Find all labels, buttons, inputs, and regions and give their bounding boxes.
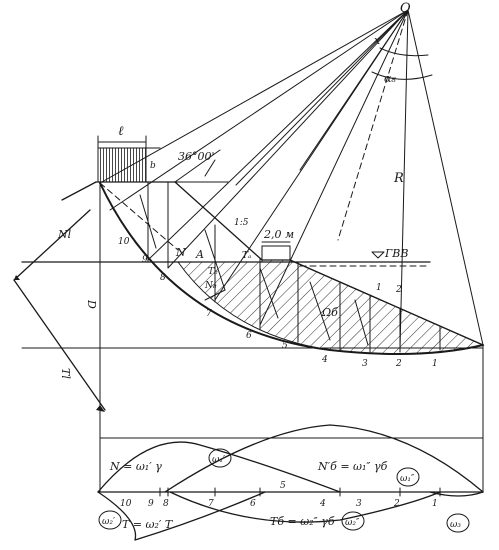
formula-t: T = ω₂′ T [122, 518, 174, 531]
label-a: A [195, 248, 204, 261]
tl-vector [13, 209, 91, 281]
ground-left-upper [61, 181, 97, 201]
angle-arc-alpha [371, 71, 433, 80]
crest-angle-arc [204, 159, 216, 177]
svg-text:9: 9 [142, 255, 148, 265]
label-slope: 1:5 [234, 218, 249, 228]
label-small-b: b [150, 161, 156, 171]
radial-lines [99, 9, 484, 351]
label-angle: 36°00' [178, 150, 215, 163]
svg-text:1: 1 [432, 499, 438, 509]
svg-text:2: 2 [393, 499, 400, 509]
label-nl: Nl [57, 228, 72, 241]
label-o: O [400, 1, 411, 16]
curve-omega1p [97, 441, 341, 493]
svg-text:7: 7 [206, 309, 212, 319]
svg-text:8: 8 [160, 273, 166, 283]
force-vectors [99, 182, 369, 346]
label-n-top: N [175, 246, 186, 259]
surcharge-load [97, 147, 147, 183]
svg-text:10: 10 [120, 499, 132, 509]
svg-text:9: 9 [148, 499, 154, 509]
curve-omega1pp [164, 424, 484, 493]
radius-line-10 [109, 9, 409, 211]
label-omega3: ω₃ [450, 520, 461, 530]
label-tl: Tl [59, 368, 72, 379]
svg-text:5: 5 [280, 481, 286, 491]
berm-block [261, 245, 291, 261]
radius-line-right-edge [407, 9, 484, 346]
label-omega-b: Ωб [321, 306, 338, 319]
svg-text:3: 3 [362, 359, 368, 369]
svg-text:4: 4 [319, 499, 326, 509]
svg-text:5: 5 [282, 341, 288, 351]
radius-line-vertical [399, 9, 409, 351]
radius-line-mid2 [235, 9, 409, 186]
svg-text:8: 8 [163, 499, 169, 509]
nl-vector [13, 279, 106, 411]
svg-text:6: 6 [250, 499, 256, 509]
svg-text:4: 4 [321, 355, 328, 365]
label-r: R [393, 171, 404, 186]
label-alpha: α₈ [384, 72, 396, 85]
label-omega1pp: ω₁″ [400, 474, 415, 484]
curve-omega2p [97, 491, 266, 541]
submerged-zone-hatch [177, 259, 485, 355]
label-gvv: ГВВ [384, 247, 408, 260]
formula-nb: N′б = ω₁″ γб [317, 460, 388, 473]
curve-omega3 [429, 491, 484, 497]
label-omega2p: ω₂′ [102, 517, 115, 527]
label-x: x [374, 34, 381, 47]
radius-line-8 [167, 9, 409, 269]
force-diagram [97, 424, 484, 541]
label-n-small: N₈ [204, 281, 217, 291]
curve-omega2pp [169, 491, 441, 523]
svg-text:6: 6 [246, 331, 252, 341]
water-level-marker [371, 251, 385, 259]
svg-text:10: 10 [118, 237, 130, 247]
svg-text:7: 7 [208, 499, 214, 509]
slope-line [174, 181, 263, 261]
formula-n: N = ω₁′ γ [109, 460, 162, 473]
svg-text:2: 2 [395, 285, 402, 295]
radius-line-left-edge [99, 9, 409, 184]
svg-text:3: 3 [356, 499, 362, 509]
label-omega1p: ω₁′ [212, 455, 225, 465]
angle-arc-x [379, 47, 429, 57]
label-t-small: T₈ [208, 267, 218, 277]
label-d: D [85, 299, 98, 309]
label-t-sub: Tₐ [242, 251, 251, 261]
radius-line-9 [147, 9, 409, 261]
radius-line-mid [299, 9, 409, 171]
radius-line-alpha [337, 9, 409, 241]
svg-text:1: 1 [432, 359, 438, 369]
label-width-2m: 2,0 м [263, 228, 294, 241]
label-l: ℓ [118, 124, 124, 139]
svg-text:2: 2 [395, 359, 402, 369]
svg-text:1: 1 [376, 283, 382, 293]
formula-tb: Tб = ω₂″ γб [270, 515, 335, 528]
label-omega2pp: ω₂″ [345, 518, 360, 528]
